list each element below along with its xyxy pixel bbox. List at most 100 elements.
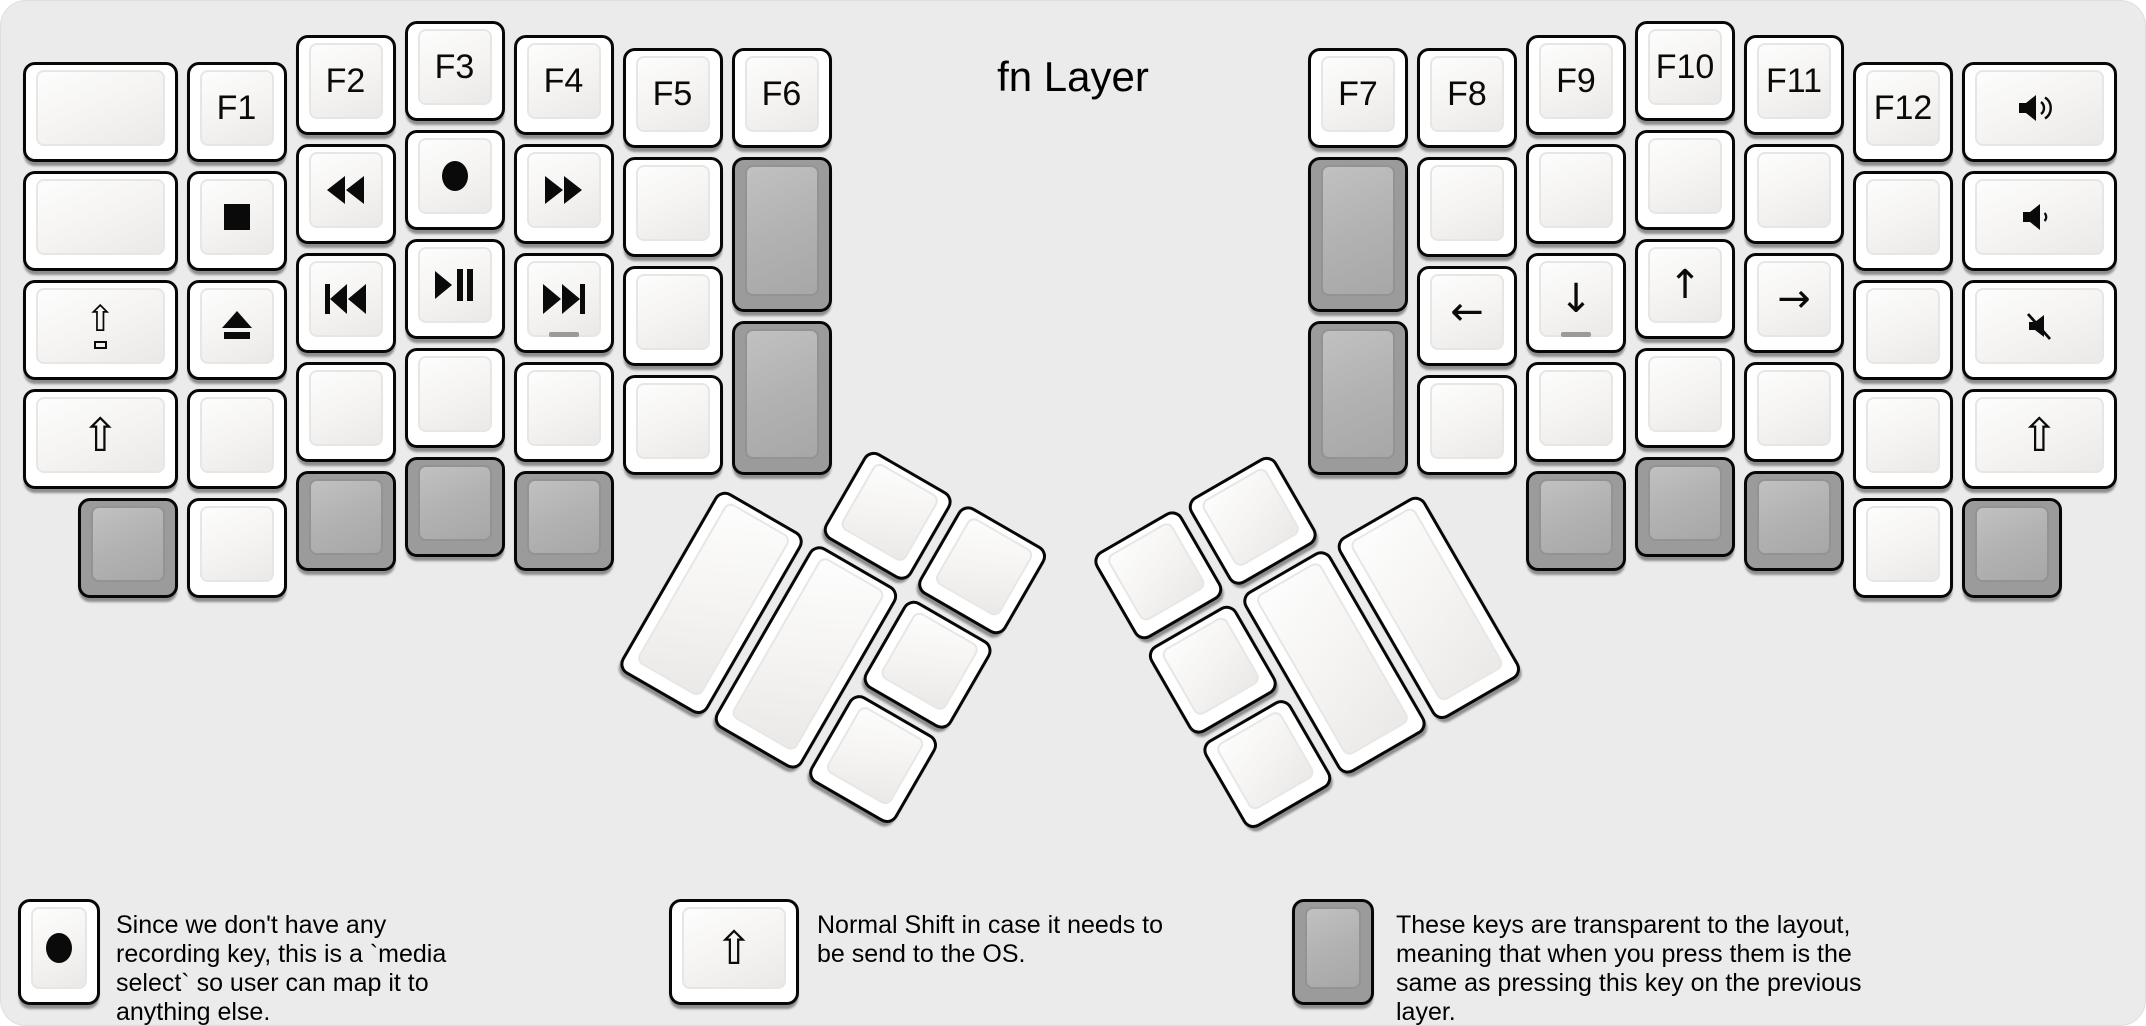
key-record [404, 130, 505, 230]
key-blank [622, 157, 723, 258]
key-f5: F5 [622, 48, 723, 149]
keycap-top [417, 465, 492, 541]
rewind-icon [326, 175, 365, 204]
record-icon [439, 159, 471, 193]
volume-up-icon [2018, 93, 2060, 123]
key-prev-track [295, 252, 396, 353]
key-transparent [1308, 157, 1408, 312]
legend-key-sample-transparent [1292, 899, 1374, 1005]
caps-lock-icon: ⇧ [85, 302, 115, 350]
key-label: F1 [216, 88, 257, 127]
key-f4: F4 [513, 34, 614, 135]
keycap-top [417, 356, 492, 432]
keycap-top [635, 274, 710, 351]
keycap-top [1757, 478, 1831, 555]
key-blank [1853, 497, 1953, 598]
keycap-top [1975, 178, 2104, 255]
key-label: F5 [652, 75, 693, 114]
key-caps-lock: ⇧ [23, 279, 178, 380]
keycap-top [199, 505, 274, 582]
keycap-top [526, 260, 601, 337]
keycap-top: F7 [1321, 56, 1395, 133]
mute-icon [2022, 311, 2056, 341]
key-shift: ⇧ [1962, 388, 2117, 489]
keycap-top: ⇧ [1975, 396, 2104, 473]
key-blank [1853, 279, 1953, 380]
keycap-top [308, 151, 383, 228]
key-blank [1744, 361, 1844, 462]
shift-icon: ⇧ [2019, 407, 2059, 462]
keycap-top [1975, 287, 2104, 364]
legend-key-shift: ⇧ [669, 899, 799, 1005]
legend-key-sample-shift: ⇧ [669, 899, 799, 1005]
keycap-top [526, 369, 601, 446]
key-f3: F3 [404, 21, 505, 121]
keycap-top [1430, 383, 1504, 460]
volume-down-icon [2022, 202, 2056, 232]
key-label: F7 [1338, 75, 1378, 114]
key-label: F8 [1447, 75, 1487, 114]
keycap-top [1105, 520, 1208, 624]
key-transparent [404, 457, 505, 557]
keycap-top: F4 [526, 42, 601, 119]
key-label: F11 [1765, 61, 1823, 100]
keycap-top: F6 [744, 56, 819, 133]
key-f1: F1 [186, 61, 287, 162]
keycap-top [1539, 151, 1613, 228]
prev-track-icon [324, 283, 367, 314]
key-mute [1962, 279, 2117, 380]
key-stop [186, 170, 287, 271]
key-f2: F2 [295, 34, 396, 135]
key-blank [622, 266, 723, 367]
key-blank [1744, 143, 1844, 244]
keycap-top [1321, 328, 1395, 460]
keycap-top: ↑ [1648, 247, 1722, 323]
key-arrow-right: → [1744, 252, 1844, 353]
key-label: F9 [1556, 61, 1596, 100]
key-blank [23, 61, 178, 162]
key-transparent [77, 497, 178, 598]
keycap-top [1866, 178, 1940, 255]
legend-text-record: Since we don't have any recording key, t… [116, 911, 447, 1026]
legend-item-shift: ⇧ Normal Shift in case it needs to be se… [669, 899, 1181, 1005]
key-label: F2 [325, 61, 366, 100]
key-transparent [731, 157, 832, 312]
key-blank [1853, 170, 1953, 271]
key-transparent [1962, 497, 2062, 598]
keycap-top [824, 704, 927, 808]
keycap-top [31, 907, 87, 989]
key-rewind [295, 143, 396, 244]
key-label: F10 [1655, 48, 1715, 86]
key-arrow-left: ← [1417, 266, 1517, 367]
keycap-top: ⇧ [36, 287, 165, 364]
key-label: F3 [434, 48, 475, 86]
keycap-top [744, 165, 819, 296]
arrow-right-icon: → [1777, 275, 1811, 322]
legend-key-sample-record [18, 899, 100, 1005]
fast-forward-icon [544, 175, 583, 204]
keycap-top [308, 478, 383, 555]
keycap-top: ⇧ [682, 907, 786, 989]
next-track-icon [542, 283, 585, 314]
keycap-top: ↓ [1539, 260, 1613, 337]
keycap-top [308, 369, 383, 446]
keycap-top [417, 247, 492, 323]
keycap-top [1321, 165, 1395, 296]
keycap-top [199, 396, 274, 473]
keycap-top [417, 138, 492, 214]
key-eject [186, 279, 287, 380]
record-icon [43, 931, 75, 965]
shift-icon: ⇧ [714, 921, 754, 975]
key-blank [1635, 348, 1735, 448]
keycap-top [1648, 138, 1722, 214]
shift-icon: ⇧ [80, 407, 120, 462]
keycap-top [933, 515, 1036, 619]
keycap-top: F5 [635, 56, 710, 133]
key-next-track [513, 252, 614, 353]
stop-icon [222, 202, 252, 232]
key-f7: F7 [1308, 48, 1408, 149]
legend-item-record: Since we don't have any recording key, t… [18, 899, 494, 1026]
key-play-pause [404, 239, 505, 339]
